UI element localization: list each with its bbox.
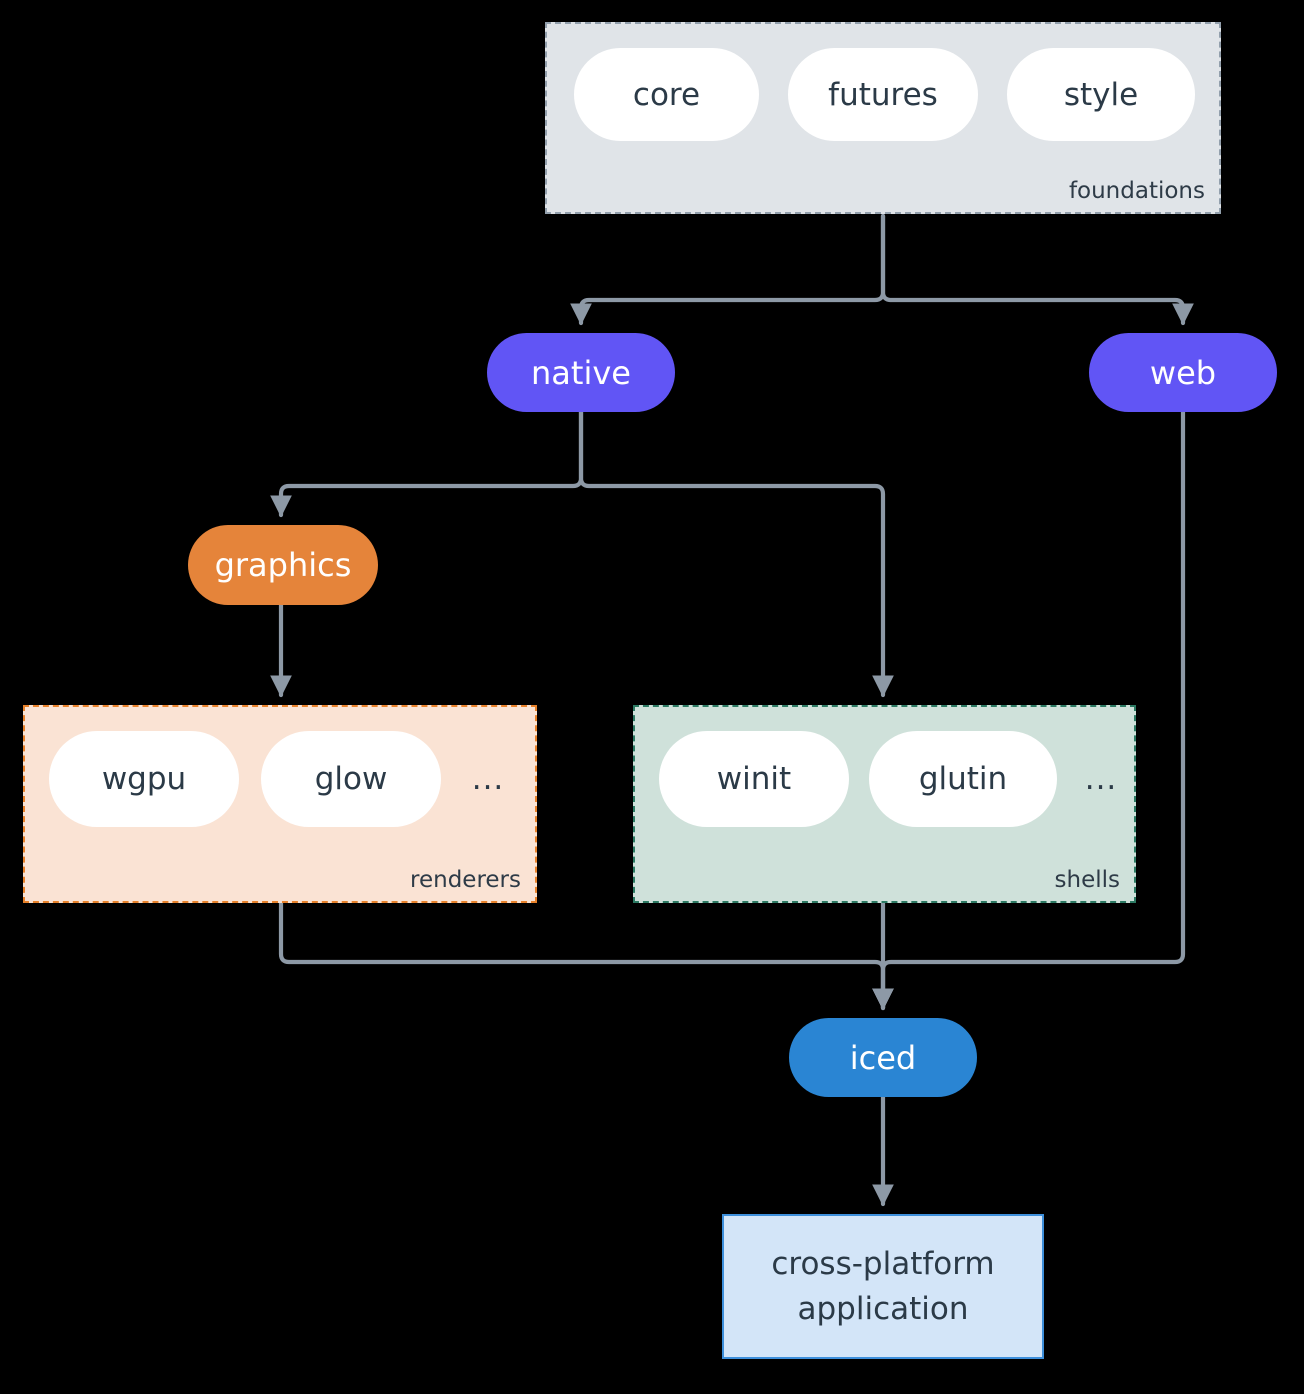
node-glutin[interactable]: glutin	[869, 731, 1057, 827]
renderers-ellipsis: ...	[471, 761, 505, 797]
cluster-label-foundations: foundations	[1068, 178, 1205, 204]
node-winit[interactable]: winit	[659, 731, 849, 827]
edge-native-shells	[578, 409, 894, 698]
shells-ellipsis: ...	[1084, 761, 1118, 797]
node-core[interactable]: core	[574, 48, 759, 141]
cluster-foundations: core futures style foundations	[545, 22, 1221, 214]
cluster-label-shells: shells	[1054, 867, 1120, 893]
edge-foundations-web	[880, 213, 1194, 326]
edge-renderers-iced	[278, 900, 894, 1011]
application-label-line1: cross-platform	[771, 1246, 995, 1283]
node-futures[interactable]: futures	[788, 48, 978, 141]
cluster-shells: winit glutin ... shells	[633, 705, 1136, 903]
node-iced[interactable]: iced	[789, 1018, 977, 1097]
edge-foundations-native	[570, 213, 886, 326]
node-native[interactable]: native	[487, 333, 675, 412]
node-glow[interactable]: glow	[261, 731, 441, 827]
cluster-renderers: wgpu glow ... renderers	[23, 705, 537, 903]
foundations-node-row: core futures style	[574, 48, 1195, 141]
application-label-line2: application	[797, 1290, 969, 1327]
edge-native-graphics	[270, 409, 584, 518]
node-graphics[interactable]: graphics	[188, 525, 378, 605]
shells-node-row: winit glutin ...	[659, 731, 1125, 827]
node-wgpu[interactable]: wgpu	[49, 731, 239, 827]
node-web[interactable]: web	[1089, 333, 1277, 412]
node-style[interactable]: style	[1007, 48, 1195, 141]
renderers-node-row: wgpu glow ...	[49, 731, 513, 827]
node-cross-platform-application[interactable]: cross-platform application	[722, 1214, 1044, 1359]
cluster-label-renderers: renderers	[410, 867, 521, 893]
